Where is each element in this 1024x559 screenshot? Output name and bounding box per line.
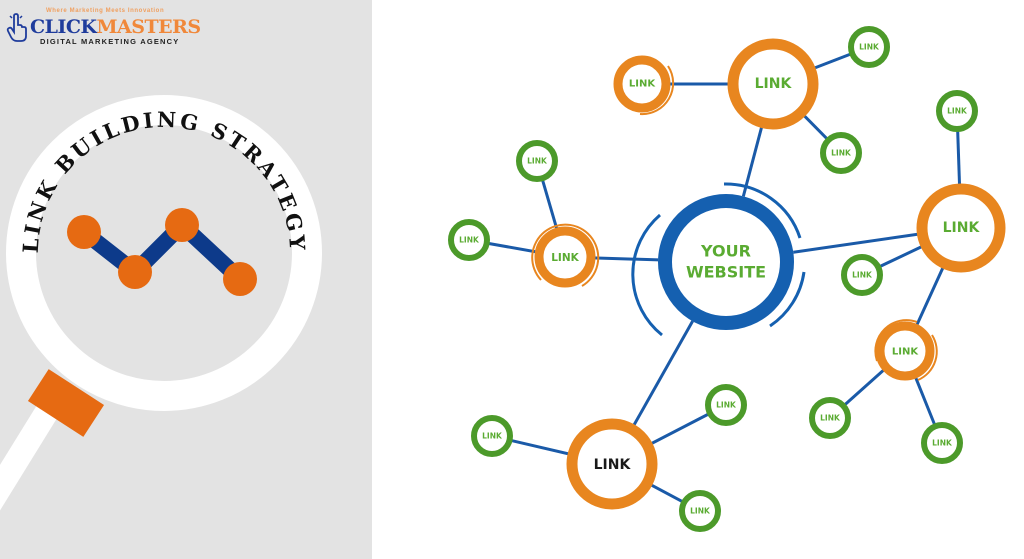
trend-chart-icon <box>67 208 257 296</box>
logo-brand-click: CLICK <box>30 16 97 38</box>
svg-text:LINK: LINK <box>551 252 579 264</box>
link-node-leaf-bottom-3: LINK <box>679 490 721 532</box>
magnifying-glass-icon: LINK BUILDING STRATEGY <box>0 95 322 511</box>
svg-text:LINK: LINK <box>820 414 841 423</box>
link-node-hub-top-left: LINK <box>613 55 675 116</box>
clickmasters-logo: Where Marketing Meets Innovation CLICKMA… <box>6 6 201 46</box>
link-node-leaf-left-2: LINK <box>448 219 490 261</box>
magnifier-ring <box>6 95 322 411</box>
your-website-node: YOUR WEBSITE <box>631 182 806 337</box>
magnifier-collar <box>27 369 105 437</box>
link-node-leaf-left-1: LINK <box>516 140 558 182</box>
center-label-line2: WEBSITE <box>686 263 766 282</box>
link-node-leaf-right-1: LINK <box>936 90 978 132</box>
svg-text:LINK: LINK <box>755 76 793 92</box>
svg-text:LINK: LINK <box>947 107 968 116</box>
svg-text:LINK: LINK <box>482 432 503 441</box>
link-node-leaf-right-4: LINK <box>921 422 963 464</box>
center-label-line1: YOUR <box>700 242 751 261</box>
link-node-leaf-top-2: LINK <box>820 132 862 174</box>
link-node-hub-left: LINK <box>531 223 600 288</box>
link-node-leaf-right-2: LINK <box>841 254 883 296</box>
svg-text:LINK: LINK <box>932 439 953 448</box>
link-node-leaf-bottom-2: LINK <box>705 384 747 426</box>
svg-text:LINK: LINK <box>892 347 919 358</box>
link-node-leaf-bottom-1: LINK <box>471 415 513 457</box>
svg-text:LINK: LINK <box>831 149 852 158</box>
chart-dot <box>118 255 152 289</box>
illustration-panel: Where Marketing Meets Innovation CLICKMA… <box>0 0 372 559</box>
link-node-leaf-right-3: LINK <box>809 397 851 439</box>
link-node-hub-top: LINK <box>727 38 819 130</box>
svg-text:LINK: LINK <box>943 220 981 236</box>
chart-dot <box>67 215 101 249</box>
link-node-hub-bottom: LINK <box>566 418 658 510</box>
link-node-leaf-top-1: LINK <box>848 26 890 68</box>
svg-text:LINK: LINK <box>859 43 880 52</box>
svg-text:LINK: LINK <box>594 457 632 473</box>
svg-text:LINK: LINK <box>629 79 656 90</box>
hand-pointer-icon <box>6 12 27 42</box>
logo-brand: CLICKMASTERS <box>30 16 201 38</box>
svg-text:LINK: LINK <box>527 157 548 166</box>
link-node-hub-right-small: LINK <box>874 319 938 381</box>
svg-text:LINK: LINK <box>690 507 711 516</box>
magnifier-handle <box>0 403 59 511</box>
chart-dot <box>223 262 257 296</box>
svg-text:LINK: LINK <box>852 271 873 280</box>
svg-text:LINK: LINK <box>459 236 480 245</box>
chart-dot <box>165 208 199 242</box>
logo-tagline: Where Marketing Meets Innovation <box>46 8 165 14</box>
logo-brand-masters: MASTERS <box>96 16 202 38</box>
svg-text:LINK: LINK <box>716 401 737 410</box>
link-node-hub-right: LINK <box>916 183 1006 273</box>
logo-subtitle: DIGITAL MARKETING AGENCY <box>40 37 180 46</box>
